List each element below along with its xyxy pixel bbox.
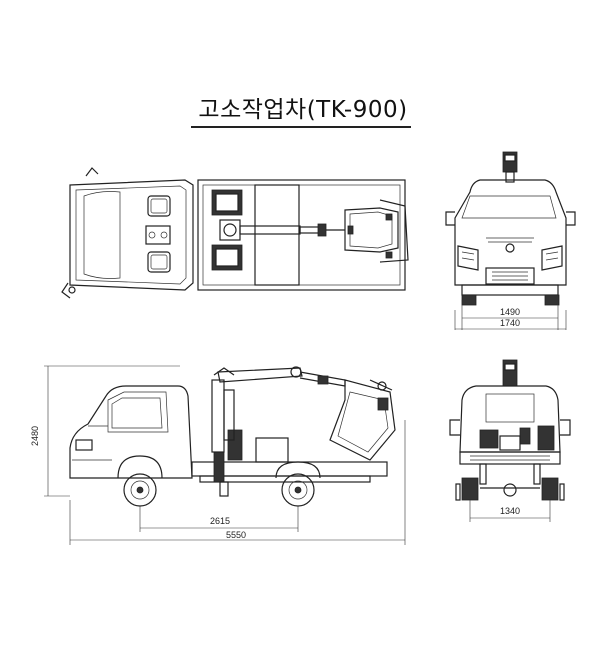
rear-view: 1340 [449, 359, 571, 522]
front-view: 1490 1740 [445, 151, 576, 330]
dim-height: 2480 [30, 426, 40, 446]
dim-rear-width: 1340 [500, 506, 520, 516]
drawing-title: 고소작업차(TK-900) [198, 97, 408, 123]
top-view [61, 167, 409, 299]
dim-front-outer-width: 1740 [500, 318, 520, 328]
side-view: 2480 2615 5550 [30, 365, 406, 545]
title-underline [191, 126, 411, 128]
dim-overall-length: 5550 [226, 530, 246, 540]
dim-wheelbase: 2615 [210, 516, 230, 526]
dim-front-inner-width: 1490 [500, 307, 520, 317]
